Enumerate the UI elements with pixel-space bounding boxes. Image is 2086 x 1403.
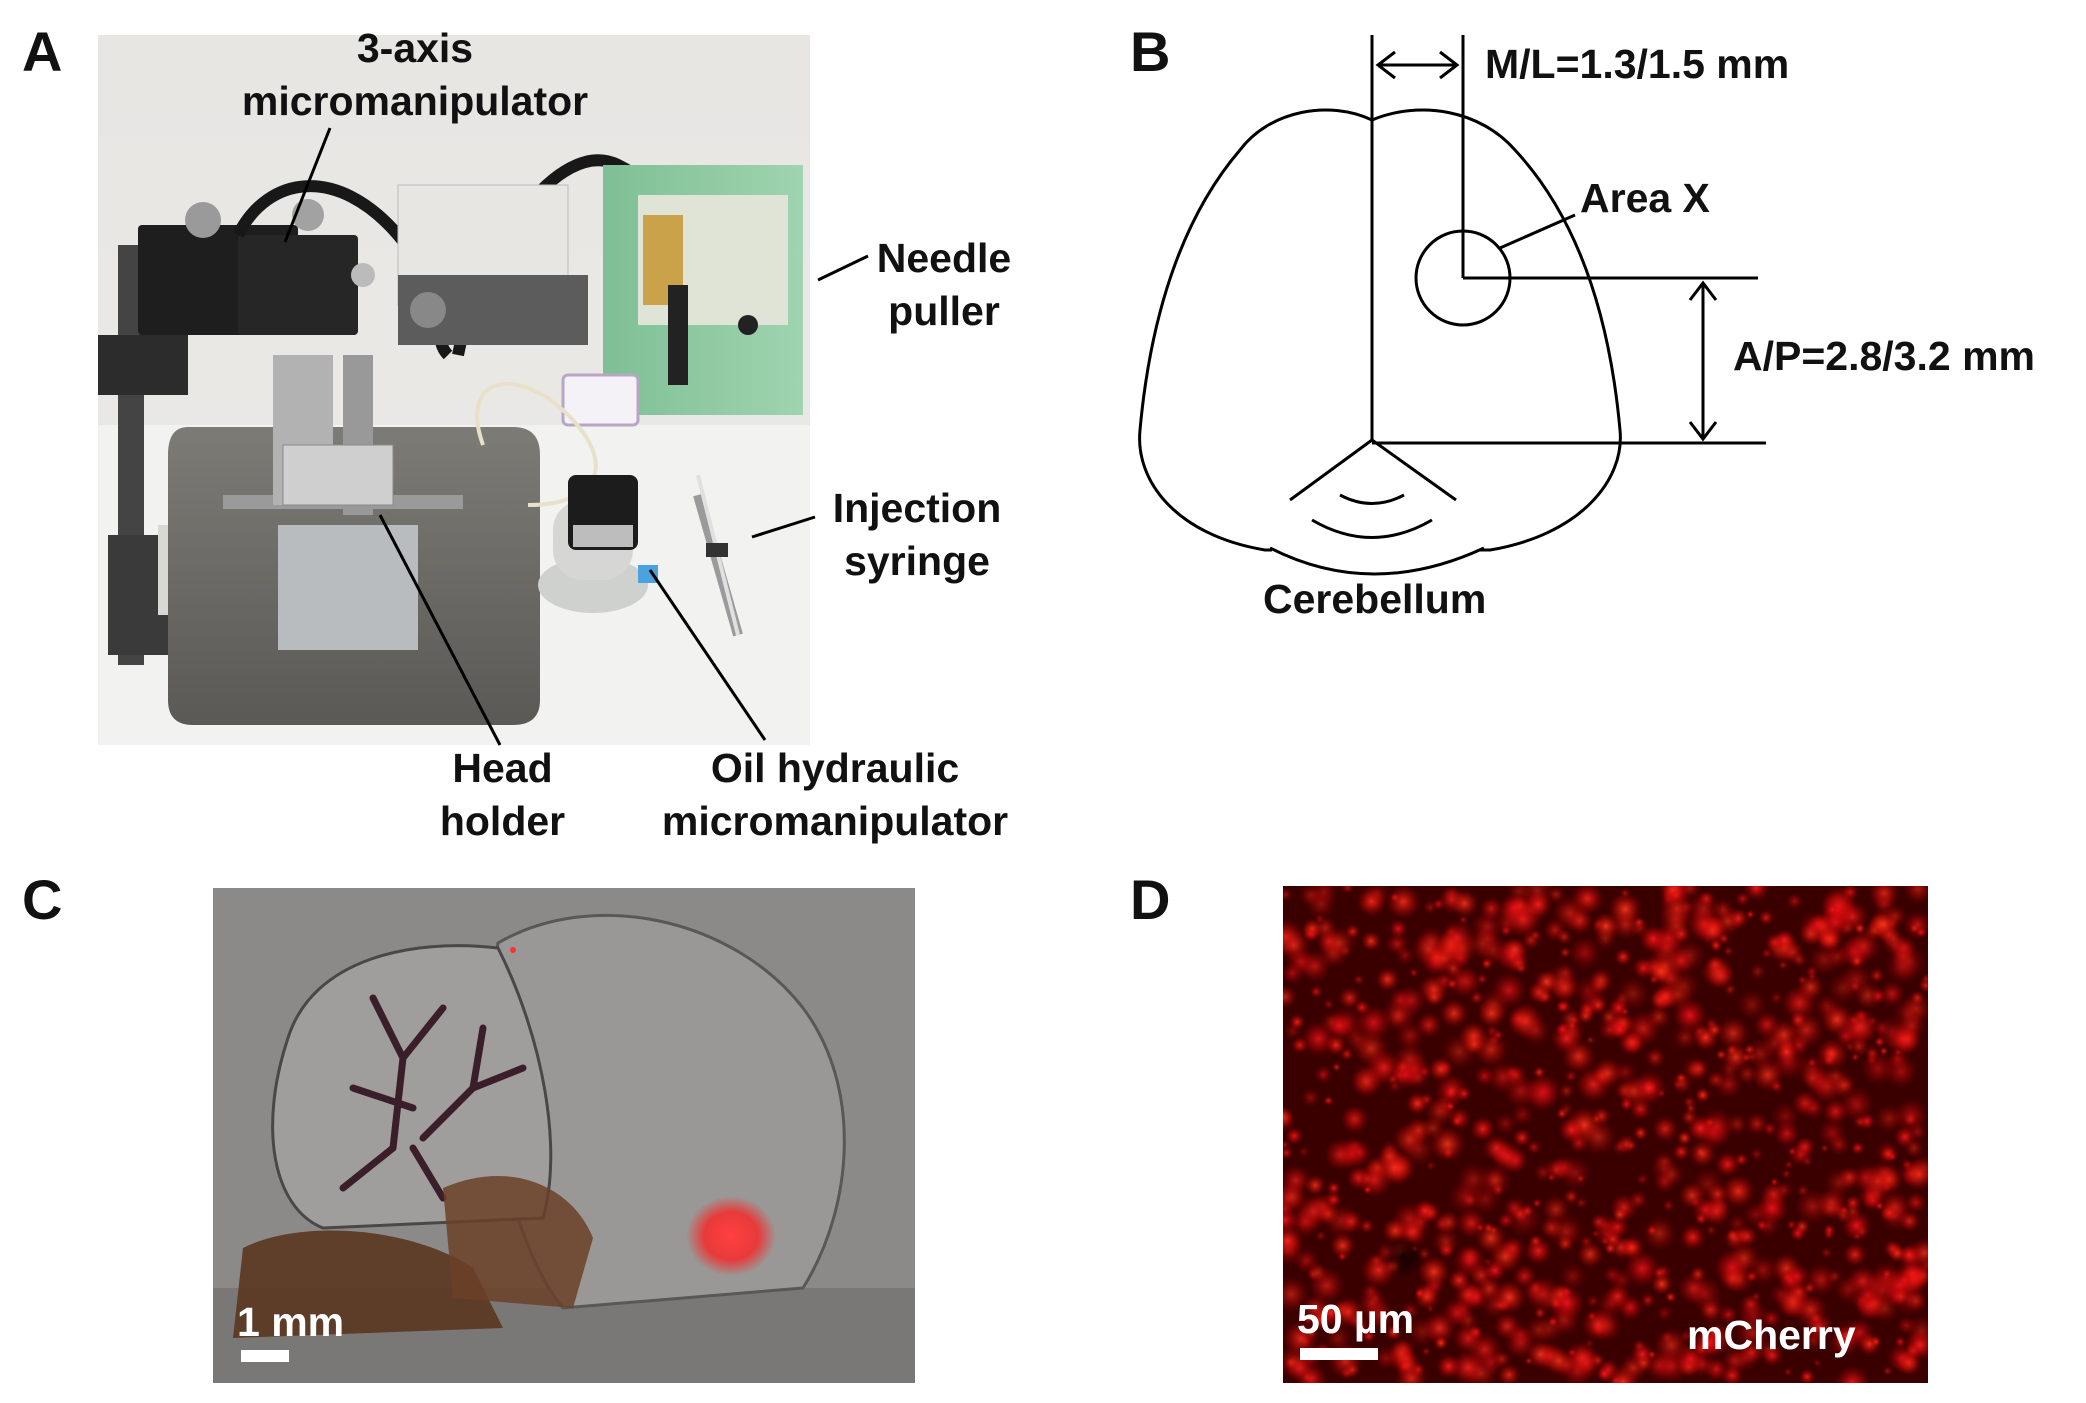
- label-injection-syringe: Injection syringe: [812, 482, 1022, 589]
- right-hemisphere: [1370, 108, 1622, 552]
- label-3axis-micromanipulator: 3-axis micromanipulator: [230, 22, 600, 129]
- label-cerebellum: Cerebellum: [1263, 576, 1487, 622]
- brain-schematic: [1138, 35, 1766, 576]
- label-needle-puller: Needle puller: [864, 232, 1024, 339]
- ml-arrow-left-head: [1375, 50, 1396, 80]
- panel-letter-a: A: [22, 20, 63, 83]
- panel-letter-c: C: [22, 868, 63, 931]
- area-x-leader: [1499, 213, 1576, 250]
- cerebellum-arc-1: [1311, 518, 1433, 539]
- scale-bar-d-label: 50 µm: [1297, 1296, 1415, 1342]
- fluorescence-canvas: [1283, 886, 1928, 1383]
- label-oil-hydraulic: Oil hydraulic micromanipulator: [630, 742, 1040, 849]
- label-ml: M/L=1.3/1.5 mm: [1485, 41, 1790, 87]
- cerebellum-arc-2: [1339, 493, 1405, 505]
- label-head-holder-text: Head holder: [439, 745, 566, 845]
- channel-label: mCherry: [1687, 1312, 1856, 1358]
- label-oil-hydraulic-text: Oil hydraulic micromanipulator: [661, 745, 1009, 845]
- fluorescence-photo: 50 µm mCherry: [1283, 886, 1928, 1383]
- label-ap: A/P=2.8/3.2 mm: [1733, 333, 2035, 379]
- ap-arrow-bottom-head: [1688, 421, 1718, 442]
- label-head-holder: Head holder: [420, 742, 585, 849]
- left-hemisphere: [1138, 108, 1374, 552]
- label-area-x: Area X: [1580, 175, 1710, 221]
- cerebellum-outline: [1269, 546, 1485, 576]
- label-3axis-text: 3-axis micromanipulator: [241, 25, 589, 125]
- brain-section-photo: 1 mm: [213, 888, 915, 1383]
- cerebellum-left-edge: [1289, 438, 1373, 502]
- scale-bar-c-label: 1 mm: [237, 1299, 345, 1345]
- ap-arrow-top-head: [1688, 280, 1718, 301]
- cerebellum-right-edge: [1371, 438, 1457, 502]
- panel-letter-b: B: [1130, 20, 1171, 83]
- panel-letter-d: D: [1130, 868, 1171, 931]
- ml-arrow-right-head: [1439, 50, 1460, 80]
- label-needle-puller-text: Needle puller: [876, 235, 1012, 335]
- label-injection-syringe-text: Injection syringe: [832, 485, 1002, 585]
- scale-bar-d: [1300, 1348, 1378, 1360]
